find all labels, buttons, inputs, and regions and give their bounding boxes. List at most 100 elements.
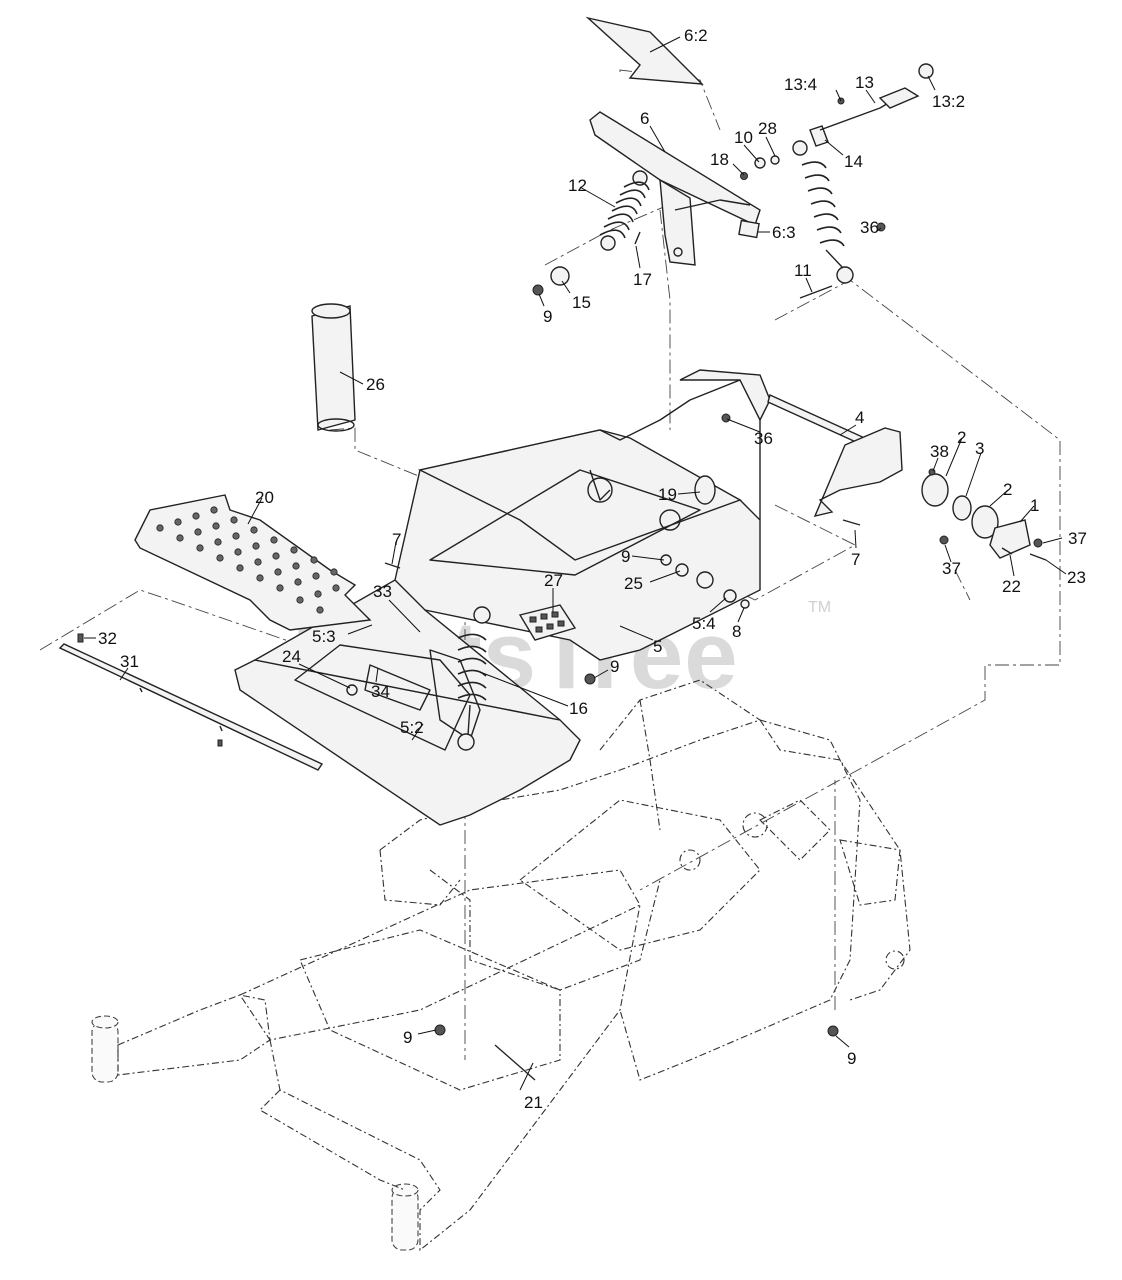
callout-36-mid: 36: [754, 429, 773, 448]
mat-hole: [192, 512, 200, 520]
bolt-17: [634, 231, 641, 245]
mat-hole: [272, 552, 280, 560]
callout-36-top: 36: [860, 218, 879, 237]
left-front-bracket: [379, 849, 461, 906]
leader-33: [388, 599, 421, 633]
leader-1: [1019, 505, 1035, 523]
front-lower-rail: [259, 1089, 406, 1191]
trim-strip: [58, 643, 324, 771]
leader-7-left: [391, 541, 397, 565]
spacer-15: [550, 266, 570, 286]
callout-6-3: 6:3: [772, 223, 796, 242]
callout-5-4: 5:4: [692, 614, 716, 633]
washer-28: [770, 155, 780, 165]
shock-12-coil: [599, 181, 650, 239]
leader-13-4: [835, 89, 842, 102]
callout-19: 19: [658, 485, 677, 504]
nut-36-mid: [721, 413, 731, 423]
callout-16: 16: [569, 699, 588, 718]
shock-16: [457, 606, 491, 751]
callout-21: 21: [524, 1093, 543, 1112]
decal-sym-6: [557, 620, 565, 627]
shock-14-coil: [801, 161, 845, 247]
leader-37-left: [944, 544, 952, 563]
watermark-trademark: TM: [808, 599, 831, 616]
leader-15: [561, 280, 571, 294]
leader-11: [805, 277, 813, 293]
front-left-arm: [117, 994, 271, 1076]
leader-9-bottom-left: [417, 1029, 437, 1035]
seat-pan-inner: [429, 469, 701, 576]
decal-6-2: [585, 16, 704, 85]
decal-27: [518, 604, 577, 641]
mat-hole: [310, 556, 318, 564]
plate-13: [878, 87, 920, 109]
shock-12-eye-high: [632, 170, 648, 186]
decal-27-plate: [518, 604, 577, 641]
bracket-plate: [659, 178, 696, 266]
nut-9-lower: [584, 673, 596, 685]
callout-9-bottom-right: 9: [847, 1049, 856, 1068]
callout-17: 17: [633, 270, 652, 289]
rear-mount-block: [679, 369, 771, 422]
callout-28: 28: [758, 119, 777, 138]
leader-24: [298, 663, 351, 689]
center-plate: [519, 799, 761, 951]
mat-hole: [290, 546, 298, 554]
callout-13: 13: [855, 73, 874, 92]
callout-13-2: 13:2: [932, 92, 965, 111]
mat-hole: [312, 572, 320, 580]
callout-23: 23: [1067, 568, 1086, 587]
mat-hole: [294, 578, 302, 586]
callout-3: 3: [975, 439, 984, 458]
leader-36-top: [875, 227, 882, 233]
leader-16: [479, 671, 569, 707]
nut-9-top: [532, 284, 544, 296]
nut-9-bottom-right: [827, 1025, 839, 1037]
mat-hole: [296, 596, 304, 604]
decal-sym-3: [551, 611, 559, 618]
decal-sym-5: [546, 623, 554, 630]
leader-10: [743, 144, 760, 163]
mat-hole: [252, 542, 260, 550]
mat-hole: [314, 590, 322, 598]
mat-hole: [332, 584, 340, 592]
callout-1: 1: [1030, 496, 1039, 515]
decal-sym-2: [540, 613, 548, 620]
callout-32: 32: [98, 629, 117, 648]
decal-6-3: [738, 219, 760, 239]
guide-15: [544, 199, 681, 266]
leader-22: [1009, 554, 1015, 577]
leader-4: [839, 424, 857, 436]
bolt-7-right: [842, 519, 861, 526]
flange-2-b: [971, 505, 999, 539]
shock-12: [599, 170, 650, 251]
spacer-5-4: [723, 589, 737, 603]
callout-9-lower: 9: [610, 657, 619, 676]
shock-14-rod: [825, 249, 844, 269]
strip-tick: [219, 725, 223, 732]
mat-hole: [276, 584, 284, 592]
mat-hole: [216, 554, 224, 562]
front-cross-rail: [269, 904, 641, 1252]
frame-hole-3: [885, 950, 905, 970]
bolt-21: [494, 1044, 536, 1081]
frame-hole-2: [742, 812, 768, 838]
nut-37-left: [939, 535, 949, 545]
callout-5: 5: [653, 637, 662, 656]
callout-22: 22: [1002, 577, 1021, 596]
spacer-25: [675, 563, 689, 577]
floor-pan: [299, 929, 561, 1091]
mat-hole: [176, 534, 184, 542]
mat-hole: [256, 574, 264, 582]
leader-6-2: [649, 36, 681, 53]
mat-hole: [174, 518, 182, 526]
leader-6: [649, 125, 666, 153]
bearing-stack: [921, 473, 1031, 559]
shock-14-eye-bottom: [836, 266, 854, 284]
callout-33: 33: [373, 582, 392, 601]
callout-8: 8: [732, 622, 741, 641]
leader-25: [649, 570, 681, 583]
seat-platform: [234, 369, 771, 826]
nut-13-2: [918, 63, 934, 79]
